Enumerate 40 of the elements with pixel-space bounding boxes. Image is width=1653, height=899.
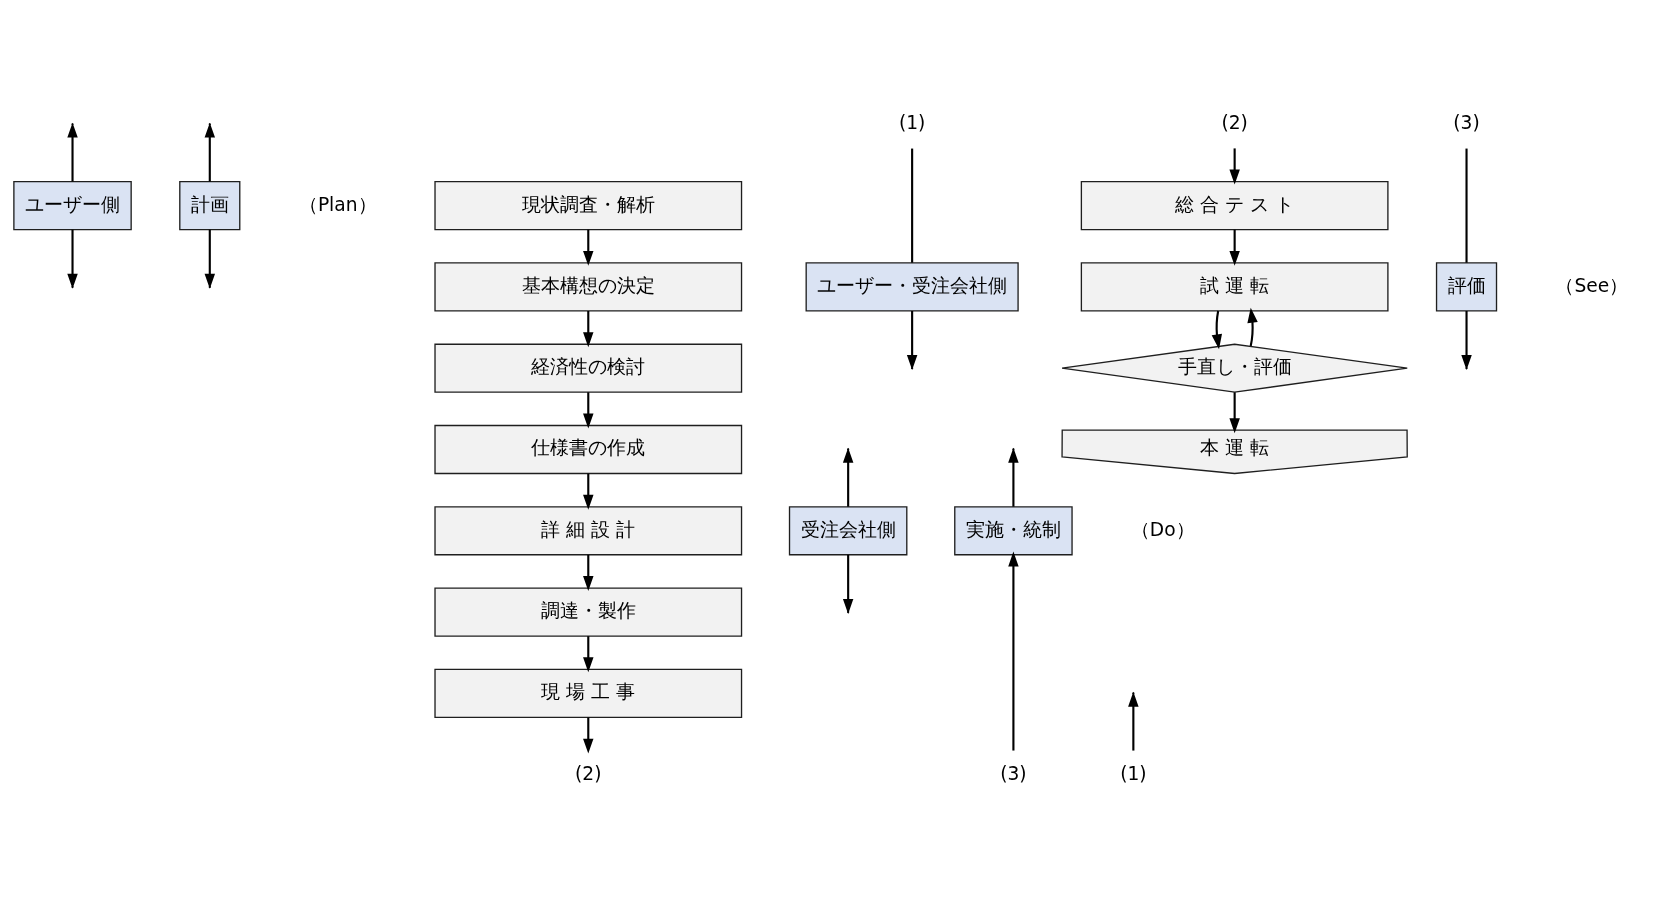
node-text: (2) [575, 762, 602, 784]
node-box: ユーザー・受注会社側 [805, 262, 1019, 312]
node-text: (2) [1221, 112, 1248, 134]
arrow [583, 554, 594, 591]
arrow [583, 392, 594, 429]
node-label: （Do） [1130, 518, 1195, 540]
node-box: 現 場 工 事 [434, 668, 743, 719]
connector [1465, 148, 1468, 263]
node-box: 現状調査・解析 [434, 180, 743, 231]
connector [911, 148, 914, 263]
node-text: (1) [898, 112, 926, 134]
node-box: 経済性の検討 [434, 343, 743, 393]
node-box: 詳 細 設 計 [434, 506, 743, 556]
arrow [1229, 148, 1240, 185]
node-box: 仕様書の作成 [434, 424, 743, 475]
node-text: (3) [1000, 762, 1027, 784]
arrow [1008, 551, 1019, 751]
arrow [1229, 392, 1240, 434]
node-text: (1) [1120, 762, 1147, 784]
arrow [583, 311, 594, 348]
node-box: 総 合 テ ス ト [1080, 180, 1389, 231]
node-label: （Plan） [298, 193, 377, 215]
node-label: （See） [1555, 274, 1629, 296]
node-box: ユーザー側 [13, 180, 132, 231]
arrow [583, 473, 594, 510]
node-box: 試 運 転 [1080, 262, 1389, 312]
node-box: 計画 [179, 180, 241, 231]
arrow [1229, 229, 1240, 266]
node-text: (3) [1453, 112, 1480, 134]
arrow [583, 717, 594, 754]
arrow [583, 229, 594, 266]
node-box: 受注会社側 [788, 506, 908, 556]
arrow [1211, 310, 1222, 350]
node-box: 実施・統制 [954, 506, 1073, 556]
node-box: 評価 [1435, 262, 1498, 312]
arrow [1247, 307, 1258, 347]
node-diamond: 手直し・評価 [1061, 343, 1408, 393]
arrow [583, 636, 594, 673]
node-box: 基本構想の決定 [434, 262, 743, 312]
node-box: 調達・製作 [434, 587, 743, 637]
